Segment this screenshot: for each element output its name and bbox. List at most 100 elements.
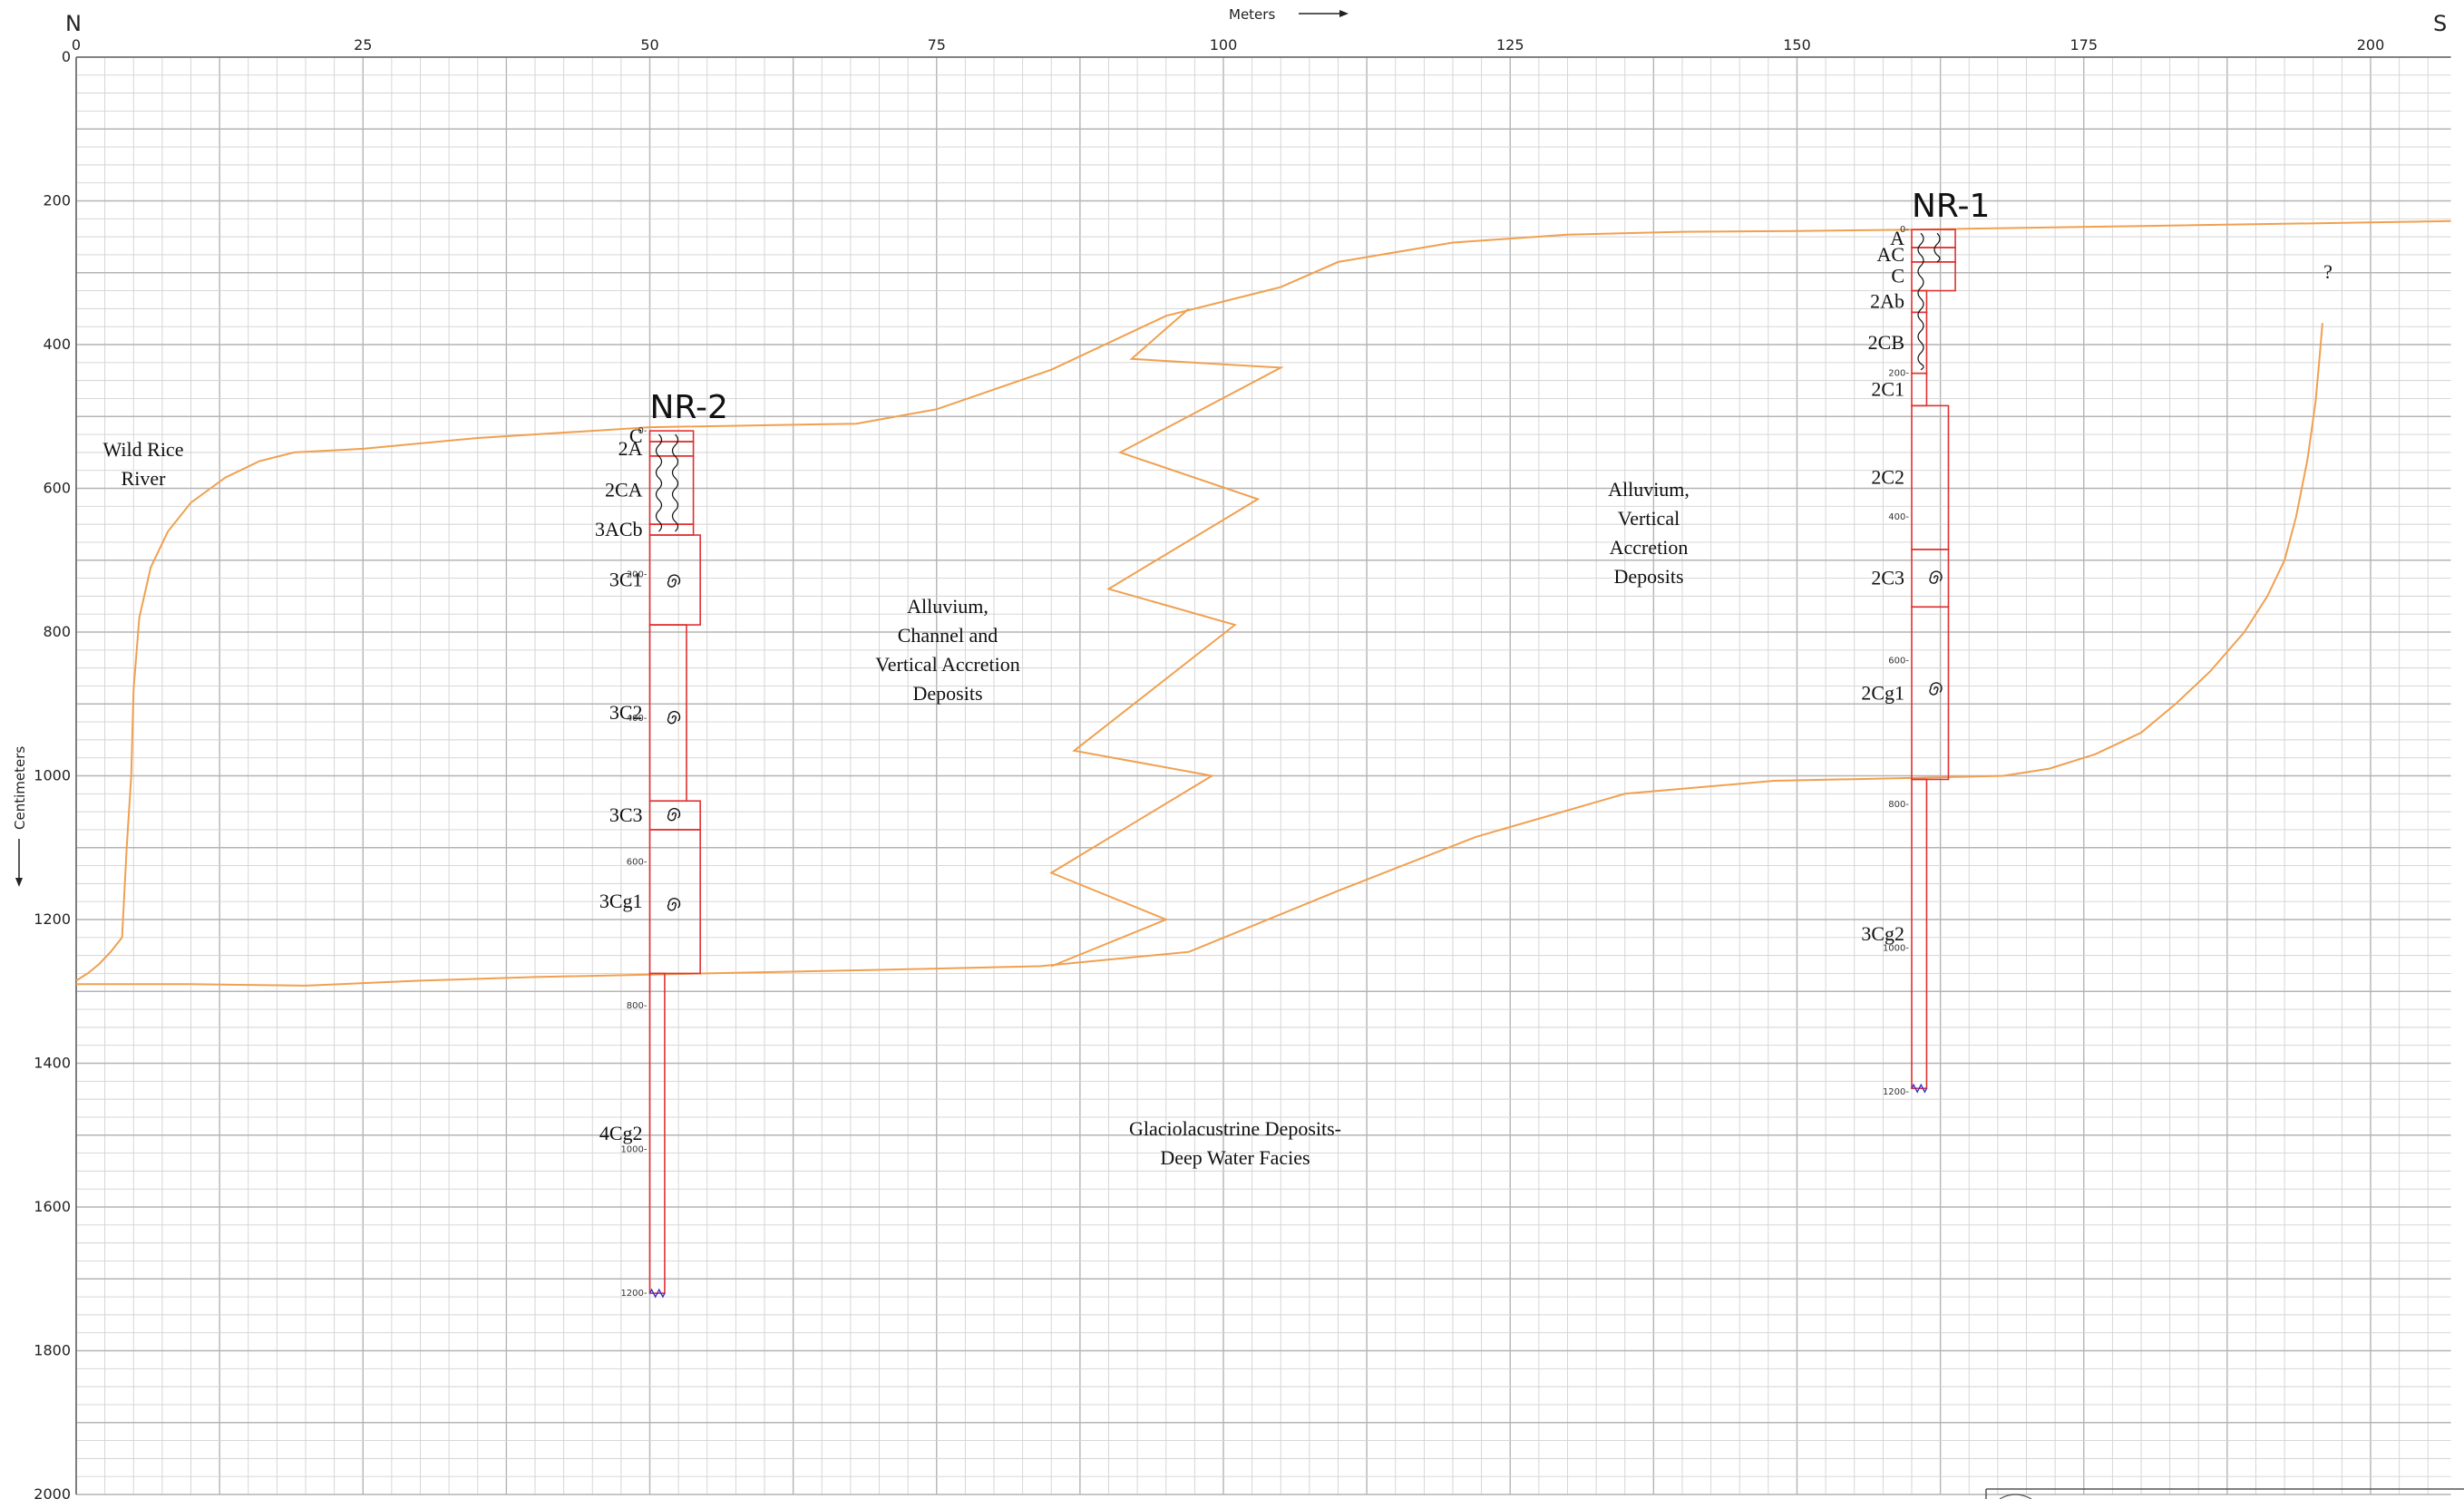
x-tick-label: 150 bbox=[1783, 36, 1811, 54]
corner-label-north: N bbox=[65, 11, 82, 36]
boundary-facies-contact bbox=[1049, 307, 1284, 968]
burrow-trace bbox=[1917, 232, 1924, 371]
x-tick-label: 50 bbox=[640, 36, 658, 54]
core-horizon-box bbox=[1911, 372, 1928, 407]
core-depth-label: 1200- bbox=[1883, 1087, 1909, 1097]
horizon-label: C bbox=[1891, 265, 1904, 287]
x-axis-title: Meters bbox=[1229, 6, 1275, 23]
horizon-label: AC bbox=[1876, 243, 1904, 266]
core-depth-label: 1000- bbox=[620, 1145, 647, 1155]
deposit-label-line: Alluvium, bbox=[907, 595, 989, 618]
horizon-label: 3Cg1 bbox=[599, 890, 643, 912]
core-horizon-box bbox=[648, 523, 695, 536]
gastropod-shell-symbol bbox=[1929, 682, 1943, 696]
horizon-label: 4Cg2 bbox=[599, 1122, 643, 1144]
horizon-label: 2C3 bbox=[1871, 567, 1904, 589]
deposit-label-line: River bbox=[122, 467, 167, 490]
core-depth-label: 800- bbox=[627, 1001, 648, 1011]
x-tick-label: 100 bbox=[1210, 36, 1238, 54]
core-horizon-box bbox=[648, 800, 701, 831]
gastropod-shell-symbol bbox=[667, 574, 681, 588]
core-horizon-box bbox=[1911, 606, 1950, 781]
core-base-squiggle bbox=[1911, 1083, 1928, 1094]
core-horizon-box bbox=[648, 430, 695, 443]
core-horizon-box bbox=[1911, 778, 1928, 1090]
gastropod-shell-symbol bbox=[667, 710, 681, 725]
y-tick-label: 800 bbox=[43, 623, 71, 640]
core-logs: NR-2C2A2CA3ACb3C13C23C33Cg14Cg20-200-400… bbox=[595, 188, 1990, 1299]
corner-label-south: S bbox=[2433, 11, 2447, 36]
y-tick-label: 1000 bbox=[34, 767, 71, 784]
y-tick-label: 400 bbox=[43, 336, 71, 353]
horizon-label: 2CA bbox=[605, 478, 643, 501]
burrow-trace bbox=[671, 433, 679, 532]
core-horizon-box bbox=[1911, 311, 1928, 375]
title-block-seal-fragment bbox=[1999, 1494, 2032, 1499]
gastropod-shell-symbol bbox=[1929, 570, 1943, 584]
y-axis-arrow-head bbox=[15, 878, 23, 887]
y-tick-label: 600 bbox=[43, 480, 71, 497]
core-depth-label: 800- bbox=[1888, 800, 1909, 810]
y-tick-label: 200 bbox=[43, 192, 71, 209]
x-tick-label: 125 bbox=[1496, 36, 1524, 54]
core-depth-label: 200- bbox=[1888, 369, 1909, 379]
deposit-label-line: Vertical bbox=[1618, 507, 1680, 530]
horizon-label: 2Ab bbox=[1870, 289, 1904, 312]
core-depth-label: 1200- bbox=[620, 1289, 647, 1299]
core-nr-2: NR-2C2A2CA3ACb3C13C23C33Cg14Cg20-200-400… bbox=[595, 389, 728, 1299]
horizon-label: 3C3 bbox=[609, 803, 643, 826]
deposit-label-line: Accretion bbox=[1610, 536, 1689, 559]
core-depth-label: 600- bbox=[627, 858, 648, 868]
y-tick-label: 1200 bbox=[34, 910, 71, 928]
core-depth-label: 1000- bbox=[1883, 944, 1909, 954]
y-tick-label: 1400 bbox=[34, 1055, 71, 1072]
grid bbox=[75, 56, 2451, 1495]
horizon-label: 2A bbox=[618, 437, 643, 460]
boundary-upper-alluvium bbox=[75, 219, 2451, 982]
core-nr-1: NR-1AACC2Ab2CB2C12C22C32Cg13Cg20-200-400… bbox=[1861, 188, 1990, 1097]
core-depth-label: 200- bbox=[627, 570, 648, 580]
boundary-lower-alluvium bbox=[76, 323, 2323, 987]
horizon-label: 2Cg1 bbox=[1861, 681, 1904, 704]
y-axis-title: Centimeters bbox=[12, 746, 28, 830]
deposit-label-line: Vertical Accretion bbox=[875, 653, 1019, 676]
core-title: NR-2 bbox=[650, 389, 728, 426]
core-horizon-box bbox=[648, 829, 701, 975]
horizon-label: C bbox=[629, 424, 643, 447]
y-axis-title-group: Centimeters bbox=[12, 746, 28, 887]
horizon-label: 2C1 bbox=[1871, 378, 1904, 401]
deposit-label-line: Deposits bbox=[1614, 565, 1684, 588]
core-base-squiggle bbox=[648, 1288, 666, 1299]
x-tick-label: 75 bbox=[928, 36, 946, 54]
y-tick-label: 0 bbox=[62, 48, 71, 65]
deposit-label-line: Deep Water Facies bbox=[1160, 1146, 1310, 1169]
y-tick-label: 1800 bbox=[34, 1342, 71, 1359]
horizon-label: 3ACb bbox=[595, 518, 643, 540]
deposit-label-line: Alluvium, bbox=[1608, 478, 1690, 501]
core-depth-label: 0- bbox=[638, 426, 648, 436]
core-horizon-box bbox=[1911, 404, 1950, 550]
core-title: NR-1 bbox=[1912, 188, 1990, 225]
horizon-label: 3Cg2 bbox=[1861, 922, 1904, 945]
core-depth-label: 0- bbox=[1900, 225, 1909, 235]
x-axis-arrow-head bbox=[1339, 10, 1349, 17]
x-axis-title-group: Meters bbox=[1229, 6, 1349, 23]
deposit-label-line: Channel and bbox=[898, 624, 998, 647]
deposit-label-line: Wild Rice bbox=[103, 438, 184, 461]
core-horizon-box bbox=[1911, 229, 1956, 248]
x-tick-label: 200 bbox=[2357, 36, 2385, 54]
core-depth-label: 400- bbox=[627, 714, 648, 724]
core-horizon-box bbox=[648, 972, 666, 1294]
burrow-trace bbox=[1933, 232, 1941, 263]
title-block-fragment bbox=[1985, 1488, 2464, 1499]
y-tick-label: 1600 bbox=[34, 1198, 71, 1215]
x-tick-label: 0 bbox=[72, 36, 81, 54]
deposit-label-question: ? bbox=[2323, 260, 2333, 283]
horizon-label: 3C1 bbox=[609, 569, 643, 591]
x-tick-label: 175 bbox=[2070, 36, 2098, 54]
deposit-label-line: Glaciolacustrine Deposits- bbox=[1129, 1117, 1341, 1140]
